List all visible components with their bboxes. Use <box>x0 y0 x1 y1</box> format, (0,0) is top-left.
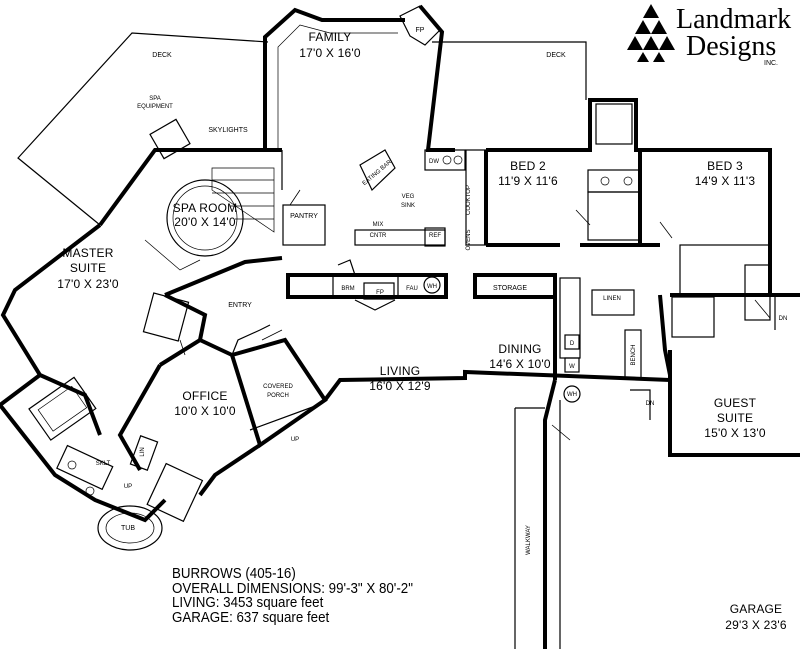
master-dims: 17'0 X 23'0 <box>57 277 119 291</box>
dn-lower-label: DN <box>646 401 655 407</box>
bed2-dims: 11'9 X 11'6 <box>498 174 558 188</box>
veg-sink-label-2: SINK <box>401 203 415 209</box>
landmark-designs-logo: Landmark Designs INC. <box>624 2 800 68</box>
storage-label: STORAGE <box>493 285 527 292</box>
spa-room <box>98 118 326 297</box>
mix-cntr-label-2: CNTR <box>370 233 387 239</box>
living-label: LIVING <box>380 364 421 378</box>
living-exterior <box>230 324 671 449</box>
plan-garage-area: GARAGE: 637 square feet <box>172 609 330 626</box>
deck-outlines <box>17 32 587 226</box>
lin-label: LIN <box>140 447 146 456</box>
guest-label-1: GUEST <box>714 396 757 410</box>
brm-label: BRM <box>341 286 354 292</box>
logo-line-1: Landmark <box>676 4 792 35</box>
dining-dims: 14'6 X 10'0 <box>489 357 551 371</box>
master-label-2: SUITE <box>70 261 106 275</box>
entry-label: ENTRY <box>228 302 252 309</box>
plan-living-area: LIVING: 3453 square feet <box>172 595 324 612</box>
up-bath-label: UP <box>124 484 132 490</box>
family-walls <box>263 4 455 190</box>
skylights-label: SKYLIGHTS <box>208 127 248 134</box>
master-suite <box>0 223 208 551</box>
walkway-label: WALKWAY <box>526 525 532 555</box>
plan-info: BURROWS (405-16) OVERALL DIMENSIONS: 99'… <box>172 567 413 625</box>
office-label: OFFICE <box>182 389 227 403</box>
porch-label-2: PORCH <box>267 393 289 399</box>
dn-right-label: DN <box>779 316 788 322</box>
linen-label: LINEN <box>603 296 621 302</box>
office-dims: 10'0 X 10'0 <box>174 404 236 418</box>
logo-line-2: Designs <box>686 31 777 62</box>
garage-label: GARAGE <box>730 602 783 616</box>
fau-label: FAU <box>406 286 418 292</box>
deck-left-label: DECK <box>152 52 172 59</box>
bench-label: BENCH <box>631 344 637 365</box>
ref-label: REF <box>429 233 441 239</box>
room-labels: FAMILY 17'0 X 16'0 DECK DECK FP SPA EQUI… <box>57 27 787 632</box>
family-dims: 17'0 X 16'0 <box>299 46 361 60</box>
ovens-label: OVENS <box>466 229 472 250</box>
porch-label-1: COVERED <box>263 384 293 390</box>
tub-label: TUB <box>121 525 135 532</box>
guest-dims: 15'0 X 13'0 <box>704 426 766 440</box>
mix-cntr-label-1: MIX <box>373 222 384 228</box>
garage-dims: 29'3 X 23'6 <box>725 618 787 632</box>
logo-suffix: INC. <box>764 60 778 67</box>
plan-name: BURROWS (405-16) <box>172 566 296 582</box>
pyramid-logo-icon <box>627 4 675 62</box>
wh-lower-label: WH <box>567 392 577 398</box>
eating-bar-label: EATING BAR <box>362 159 394 187</box>
cooktop-label: COOKTOP <box>466 185 472 215</box>
plan-dimensions: OVERALL DIMENSIONS: 99'-3" X 80'-2" <box>172 580 413 597</box>
living-dims: 16'0 X 12'9 <box>369 379 431 393</box>
w-label: W <box>569 364 575 370</box>
master-label-1: MASTER <box>62 246 113 260</box>
veg-sink-label-1: VEG <box>402 194 415 200</box>
family-label: FAMILY <box>309 30 352 44</box>
dw-label: DW <box>429 159 439 165</box>
fp-top-label: FP <box>416 27 425 34</box>
spa-room-label: SPA ROOM <box>173 201 238 215</box>
spa-equipment-label-2: EQUIPMENT <box>137 104 173 110</box>
dining-label: DINING <box>498 342 541 356</box>
up-porch-label: UP <box>291 437 299 443</box>
bed3-dims: 14'9 X 11'3 <box>695 174 756 188</box>
spa-room-dims: 20'0 X 14'0 <box>174 215 236 229</box>
deck-right-label: DECK <box>546 52 566 59</box>
sklt-label: SKLT <box>96 461 111 467</box>
garage <box>514 379 800 649</box>
wh-center-label: WH <box>427 284 437 290</box>
pantry-label: PANTRY <box>290 213 318 220</box>
kitchen <box>354 149 488 247</box>
bedroom-wing <box>486 98 772 321</box>
spa-equipment-label-1: SPA <box>149 96 161 102</box>
guest-label-2: SUITE <box>717 411 753 425</box>
bed2-label: BED 2 <box>510 159 546 173</box>
fp-center-label: FP <box>376 290 384 296</box>
d-label: D <box>570 341 575 347</box>
bed3-label: BED 3 <box>707 159 743 173</box>
